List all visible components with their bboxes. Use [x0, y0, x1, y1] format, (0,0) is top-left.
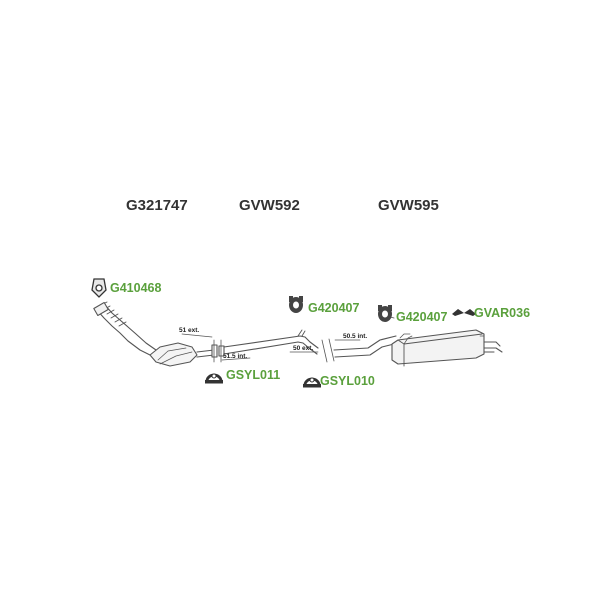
- rubber-mount-center-code-link[interactable]: G420407: [308, 301, 360, 315]
- front-downpipe: [93, 301, 157, 356]
- dimension-label-50-ext: 50 ext.: [293, 345, 314, 352]
- clamp-one-icon: [205, 373, 223, 384]
- clamp-two-code-link[interactable]: GSYL010: [320, 374, 375, 388]
- rubber-mount-rear-code-link[interactable]: G420407: [396, 310, 448, 324]
- rear-silencer-title[interactable]: GVW595: [378, 197, 439, 214]
- clamp-one-code-link[interactable]: GSYL011: [226, 368, 281, 382]
- joint-clamp-one: [181, 333, 225, 363]
- rubber-mount-center-icon: [289, 296, 303, 313]
- rubber-mount-rear-icon: [378, 305, 392, 322]
- front-pipe-title[interactable]: G321747: [126, 197, 188, 214]
- middle-pipe-title[interactable]: GVW592: [239, 197, 300, 214]
- catalytic-converter: [149, 342, 215, 367]
- clamp-two-icon: [303, 377, 321, 388]
- dimension-label-51-5-int: 51.5 int.: [223, 353, 248, 360]
- dimension-label-50-5-int: 50.5 int.: [343, 333, 368, 340]
- joint-clamp-two: [321, 338, 361, 363]
- rear-silencer: [391, 329, 503, 367]
- middle-pipe: [221, 329, 319, 361]
- gasket-icon: [91, 278, 107, 298]
- gasket-code-link[interactable]: G410468: [110, 281, 162, 295]
- dimension-label-51-ext: 51 ext.: [179, 327, 200, 334]
- rear-bracket-icon: [452, 309, 476, 316]
- rear-bracket-code-link[interactable]: GVAR036: [474, 306, 531, 320]
